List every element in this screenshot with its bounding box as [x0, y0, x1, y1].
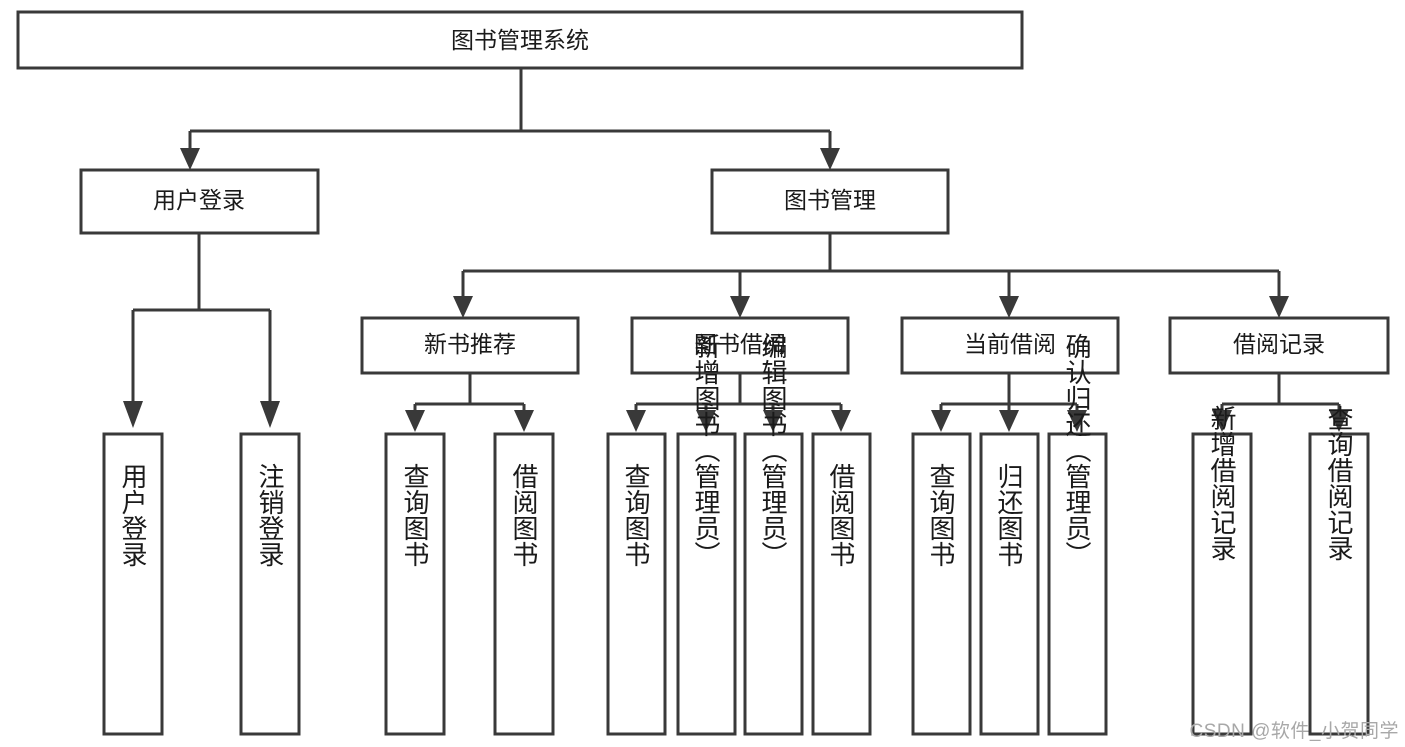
- arrowhead-borrow-record: [1269, 296, 1289, 318]
- leaf-bb-borrow-book[interactable]: 借阅图书: [811, 432, 872, 736]
- leaf-cb-return-book[interactable]: 归还图书: [979, 432, 1040, 736]
- arrowhead-book-borrow: [730, 296, 750, 318]
- leaf-cb-query-book-box[interactable]: [911, 432, 972, 736]
- leaf-cb-confirm-return-box[interactable]: [1047, 432, 1108, 736]
- current-borrow-box[interactable]: [900, 316, 1120, 375]
- leaf-bb-edit-book-box[interactable]: [743, 432, 804, 736]
- book-manage-label: 图书管理: [784, 187, 876, 213]
- leaf-br-query-record[interactable]: 查询借阅记录: [1308, 405, 1370, 736]
- leaf-cb-confirm-return[interactable]: 确认归还（管理员）: [1047, 333, 1108, 736]
- leaf-nb-borrow-book[interactable]: 借阅图书: [493, 432, 555, 736]
- arrowhead-bb-leaf-2: [696, 410, 716, 432]
- arrowhead-nb-leaf-2: [514, 410, 534, 432]
- leaf-nb-borrow-book-label: 借阅图书: [509, 463, 539, 567]
- leaf-cb-query-book[interactable]: 查询图书: [911, 432, 972, 736]
- leaf-bb-add-book-label: 新增图书（管理员）: [691, 333, 721, 567]
- leaf-bb-add-book-box[interactable]: [676, 432, 737, 736]
- leaf-br-add-record-label: 新增借阅记录: [1207, 405, 1237, 561]
- arrowhead-br-leaf-1: [1212, 410, 1232, 432]
- leaf-cb-return-book-label: 归还图书: [994, 463, 1024, 567]
- root-box[interactable]: [16, 10, 1024, 70]
- leaf-bb-edit-book[interactable]: 编辑图书（管理员）: [743, 333, 804, 736]
- leaf-br-add-record-box[interactable]: [1191, 432, 1253, 736]
- arrowhead-bb-leaf-4: [831, 410, 851, 432]
- root-label: 图书管理系统: [451, 27, 589, 53]
- arrowhead-cb-leaf-2: [999, 410, 1019, 432]
- node-current-borrow[interactable]: 当前借阅: [900, 316, 1120, 375]
- leaf-br-query-record-box[interactable]: [1308, 432, 1370, 736]
- arrowhead-leaf-logout: [260, 401, 280, 428]
- leaf-nb-query-book-box[interactable]: [384, 432, 446, 736]
- connector-layer: [123, 68, 1349, 432]
- leaf-logout[interactable]: 注销登录: [239, 432, 301, 736]
- node-book-borrow[interactable]: 图书借阅: [630, 316, 850, 375]
- arrowhead-bb-leaf-3: [763, 410, 783, 432]
- user-login-box[interactable]: [79, 168, 320, 235]
- leaf-cb-return-book-box[interactable]: [979, 432, 1040, 736]
- node-borrow-record[interactable]: 借阅记录: [1168, 316, 1390, 375]
- user-login-label: 用户登录: [153, 187, 245, 213]
- leaf-bb-edit-book-label: 编辑图书（管理员）: [758, 333, 788, 567]
- leaf-cb-confirm-return-label: 确认归还（管理员）: [1062, 333, 1092, 567]
- arrowhead-bb-leaf-1: [626, 410, 646, 432]
- arrowhead-new-book: [453, 296, 473, 318]
- node-user-login[interactable]: 用户登录: [79, 168, 320, 235]
- current-borrow-label: 当前借阅: [964, 331, 1056, 357]
- leaf-bb-query-book-box[interactable]: [606, 432, 667, 736]
- leaf-logout-label: 注销登录: [255, 463, 285, 567]
- borrow-record-box[interactable]: [1168, 316, 1390, 375]
- node-new-book-recommend[interactable]: 新书推荐: [360, 316, 580, 375]
- leaf-nb-query-book[interactable]: 查询图书: [384, 432, 446, 736]
- leaf-br-query-record-label: 查询借阅记录: [1324, 405, 1354, 561]
- arrowhead-book-manage: [820, 148, 840, 170]
- leaf-br-add-record[interactable]: 新增借阅记录: [1191, 405, 1253, 736]
- leaf-cb-query-book-label: 查询图书: [926, 463, 956, 567]
- node-book-manage[interactable]: 图书管理: [710, 168, 950, 235]
- book-borrow-box[interactable]: [630, 316, 850, 375]
- leaf-bb-borrow-book-box[interactable]: [811, 432, 872, 736]
- leaf-bb-borrow-book-label: 借阅图书: [826, 463, 856, 567]
- new-book-recommend-box[interactable]: [360, 316, 580, 375]
- arrowhead-cb-leaf-1: [931, 410, 951, 432]
- arrowhead-user-login: [180, 148, 200, 170]
- borrow-record-label: 借阅记录: [1233, 331, 1325, 357]
- book-borrow-label: 图书借阅: [694, 331, 786, 357]
- leaf-user-login[interactable]: 用户登录: [102, 432, 164, 736]
- leaf-user-login-box[interactable]: [102, 432, 164, 736]
- leaf-bb-add-book[interactable]: 新增图书（管理员）: [676, 333, 737, 736]
- leaf-user-login-label: 用户登录: [118, 463, 148, 567]
- arrowhead-current-borrow: [999, 296, 1019, 318]
- arrowhead-nb-leaf-1: [405, 410, 425, 432]
- arrowhead-br-leaf-2: [1329, 410, 1349, 432]
- book-manage-box[interactable]: [710, 168, 950, 235]
- node-root[interactable]: 图书管理系统: [16, 10, 1024, 70]
- leaf-logout-box[interactable]: [239, 432, 301, 736]
- leaf-bb-query-book[interactable]: 查询图书: [606, 432, 667, 736]
- arrowhead-cb-leaf-3: [1067, 410, 1087, 432]
- leaf-nb-borrow-book-box[interactable]: [493, 432, 555, 736]
- leaf-nb-query-book-label: 查询图书: [400, 463, 430, 567]
- leaf-bb-query-book-label: 查询图书: [621, 463, 651, 567]
- new-book-recommend-label: 新书推荐: [424, 331, 516, 357]
- arrowhead-leaf-user-login: [123, 401, 143, 428]
